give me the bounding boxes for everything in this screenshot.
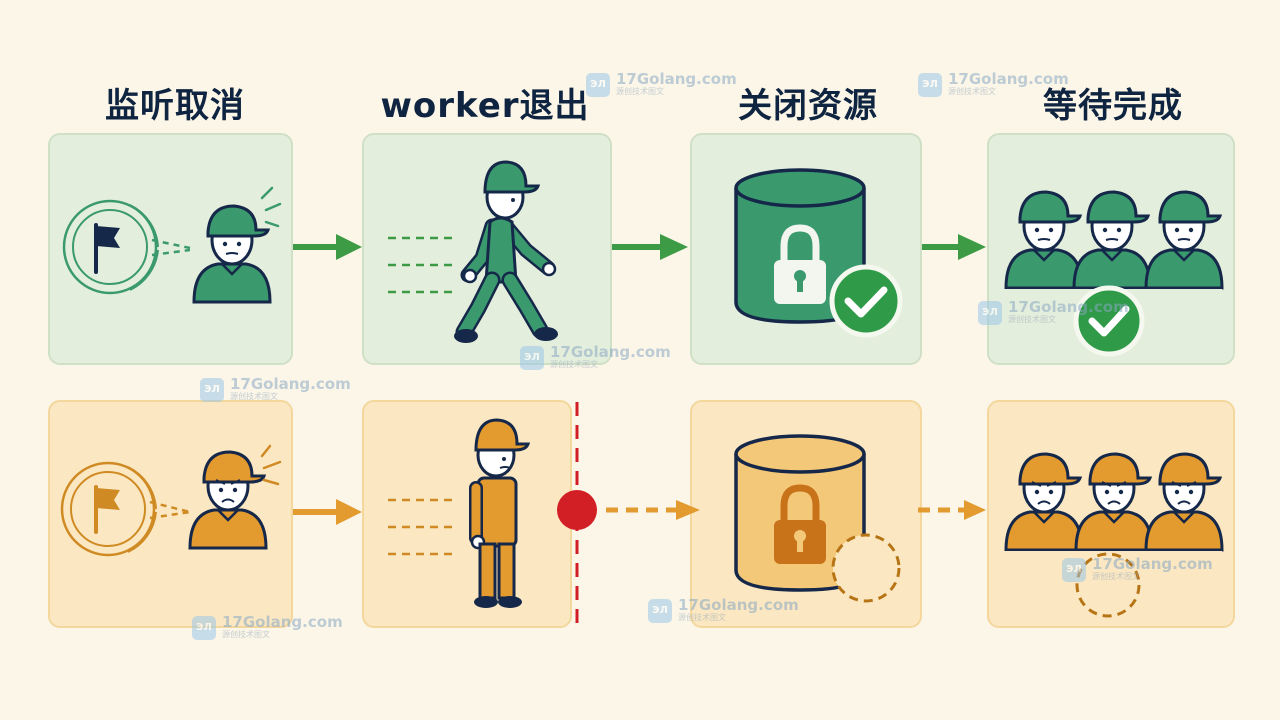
motion-lines-orange — [388, 498, 455, 556]
check-icon — [829, 264, 903, 338]
watermark-logo-icon: ЭЛ — [520, 345, 544, 370]
watermark-logo-icon: ЭЛ — [1062, 557, 1086, 582]
arrow-orange-1 — [293, 499, 362, 525]
watermark-site: 17Golang.com — [678, 596, 799, 614]
worker-icon — [1004, 452, 1084, 552]
watermark-sub: 源创技术图文 — [550, 360, 598, 369]
watermark-site: 17Golang.com — [230, 375, 351, 393]
step-title-close-resource: 关闭资源 — [738, 86, 878, 126]
walking-worker-icon — [454, 160, 558, 343]
watermark-logo-icon: ЭЛ — [200, 377, 224, 402]
watermark-logo-icon: ЭЛ — [192, 615, 216, 640]
worker-icon — [1144, 452, 1224, 552]
step-title-listen-cancel: 监听取消 — [105, 86, 245, 126]
pending-circle-icon — [1075, 552, 1141, 618]
worker-icon — [1004, 190, 1084, 290]
alert-lines — [260, 444, 282, 486]
watermark-logo-icon: ЭЛ — [978, 300, 1002, 325]
watermark-sub: 源创技术图文 — [678, 613, 726, 622]
motion-lines-green — [388, 236, 455, 294]
signal-dashes-orange — [149, 500, 191, 520]
flag-icon — [94, 485, 120, 534]
watermark-sub: 源创技术图文 — [1008, 315, 1056, 324]
watermark-site: 17Golang.com — [222, 613, 343, 631]
stop-dot-icon — [557, 490, 597, 530]
watermark-logo-icon: ЭЛ — [586, 72, 610, 97]
step-title-worker-exit: worker退出 — [380, 86, 590, 126]
watermark-sub: 源创技术图文 — [230, 392, 278, 401]
worker-icon — [188, 450, 268, 550]
arrow-orange-3 — [918, 500, 986, 520]
panel-exit-failure — [362, 400, 572, 628]
watermark-site: 17Golang.com — [1092, 555, 1213, 573]
watermark-sub: 源创技术图文 — [616, 87, 664, 96]
arrow-orange-2 — [606, 500, 700, 520]
step-title-wait-complete: 等待完成 — [1043, 86, 1183, 126]
worker-icon — [1074, 452, 1154, 552]
arrow-green-1 — [293, 234, 362, 260]
watermark-logo-icon: ЭЛ — [648, 598, 672, 623]
check-icon — [1073, 285, 1145, 357]
worker-icon — [1144, 190, 1224, 290]
flag-icon — [94, 223, 120, 274]
standing-worker-icon — [469, 418, 531, 608]
arrow-green-2 — [612, 234, 688, 260]
watermark-sub: 源创技术图文 — [948, 87, 996, 96]
alert-lines — [260, 186, 282, 228]
watermark-sub: 源创技术图文 — [1092, 572, 1140, 581]
worker-icon — [192, 204, 272, 304]
panel-listen-failure — [48, 400, 293, 628]
watermark-site: 17Golang.com — [948, 70, 1069, 88]
watermark-logo-icon: ЭЛ — [918, 72, 942, 97]
watermark-sub: 源创技术图文 — [222, 630, 270, 639]
worker-icon — [1072, 190, 1152, 290]
watermark-site: 17Golang.com — [616, 70, 737, 88]
watermark-site: 17Golang.com — [1008, 298, 1129, 316]
watermark-site: 17Golang.com — [550, 343, 671, 361]
pending-circle-icon — [831, 533, 901, 603]
arrow-green-3 — [922, 234, 986, 260]
